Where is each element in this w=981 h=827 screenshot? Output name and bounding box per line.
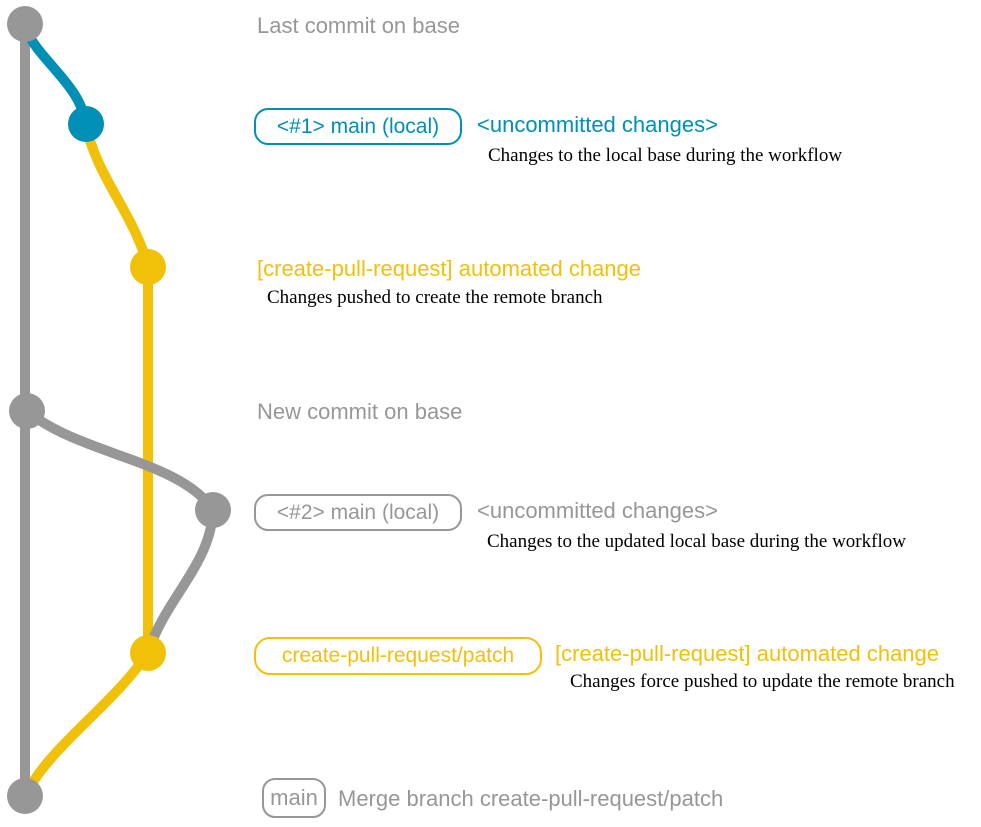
commit-dot-patch-1 xyxy=(130,249,166,285)
commit-message-automated-2: [create-pull-request] automated change xyxy=(555,641,940,666)
commit-dot-main-local-1 xyxy=(68,106,104,142)
branch-badge-main-local-2: <#2> main (local) xyxy=(254,494,462,531)
branch-badge-main-local-1: <#1> main (local) xyxy=(254,108,462,145)
commit-message-uncommitted-1: <uncommitted changes> xyxy=(477,112,718,137)
commit-note-uncommitted-1: Changes to the local base during the wor… xyxy=(488,145,843,166)
commit-dot-patch-2 xyxy=(130,635,166,671)
commit-note-automated-2: Changes force pushed to update the remot… xyxy=(570,671,955,692)
commit-message-new-base: New commit on base xyxy=(257,399,463,424)
commit-dot-new-base xyxy=(9,393,45,429)
commit-dot-merge xyxy=(7,778,43,814)
commit-message-automated-1: [create-pull-request] automated change xyxy=(257,256,642,281)
commit-note-automated-1: Changes pushed to create the remote bran… xyxy=(267,287,603,308)
branch-badge-patch: create-pull-request/patch xyxy=(254,637,542,675)
rebase-line xyxy=(143,505,218,658)
commit-message-uncommitted-2: <uncommitted changes> xyxy=(477,498,718,523)
commit-message-merge: Merge branch create-pull-request/patch xyxy=(338,786,724,811)
commit-message-last-base: Last commit on base xyxy=(257,13,460,38)
local-branch-line-2 xyxy=(22,406,218,515)
branch-badge-main: main xyxy=(262,778,326,818)
commit-dot-last-base xyxy=(7,6,43,42)
commit-dot-main-local-2 xyxy=(195,492,231,528)
commit-note-uncommitted-2: Changes to the updated local base during… xyxy=(487,531,906,552)
